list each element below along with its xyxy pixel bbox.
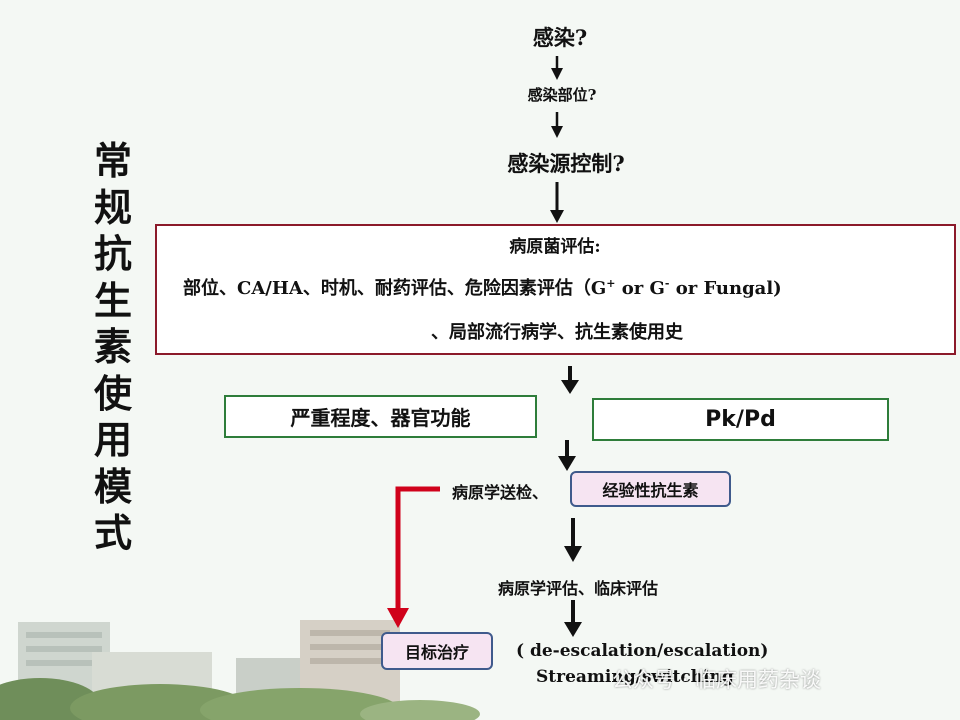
watermark: 公众号 · 临床用药杂谈 xyxy=(612,664,821,694)
arrow-infection-to-site xyxy=(551,56,563,80)
arrow-pkpd-to-culture xyxy=(558,440,576,471)
arrow-assessment-to-escalation xyxy=(564,600,582,637)
arrow-site-to-source xyxy=(551,112,563,138)
red-arrow-to-target-therapy xyxy=(387,489,440,628)
arrow-source-to-pathogen xyxy=(550,182,564,223)
arrow-empirical-to-assessment xyxy=(564,518,582,562)
arrow-pathogen-to-severity xyxy=(561,366,579,394)
